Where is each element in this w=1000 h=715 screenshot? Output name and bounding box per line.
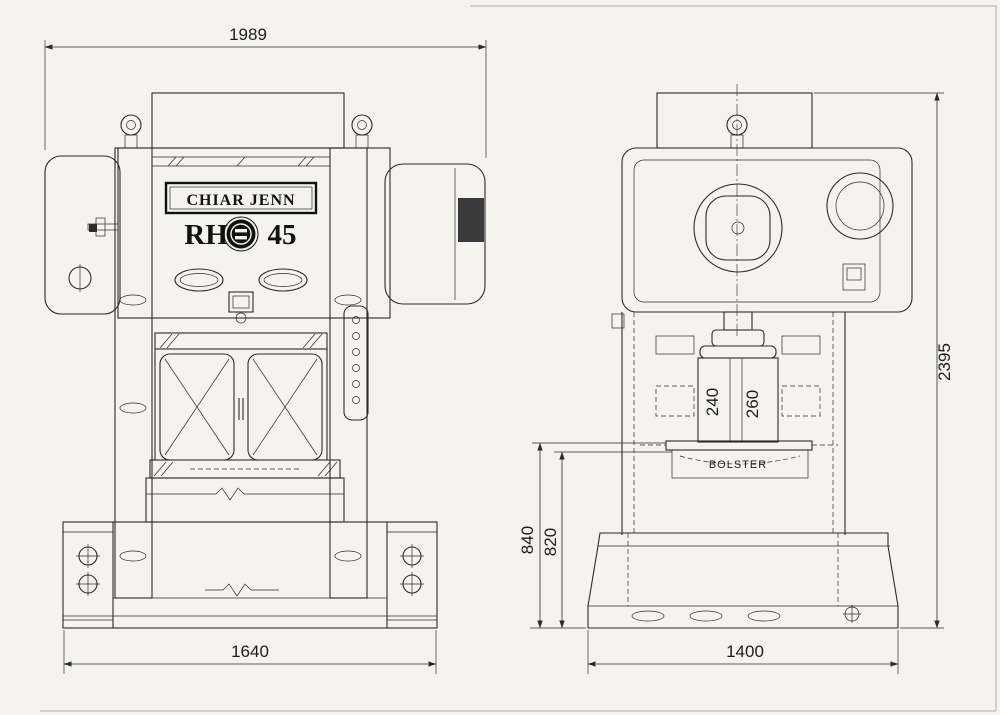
side-eyebolt — [726, 114, 748, 149]
front-crown-top-block — [151, 92, 345, 149]
anchor-hole — [76, 544, 100, 568]
anchor-hole — [400, 572, 424, 596]
front-motor-dark-panel — [458, 198, 484, 242]
dim-overall-height: 2395 — [935, 343, 954, 381]
dim-slide-left: 240 — [703, 388, 722, 416]
side-bolster: BOLSTER — [640, 440, 838, 479]
front-crown-body — [117, 147, 391, 319]
front-bed — [145, 477, 345, 523]
side-crown — [621, 147, 913, 313]
front-bolster — [149, 459, 341, 479]
dim-side-base-width: 1400 — [726, 642, 764, 661]
front-left-gauge — [68, 264, 92, 292]
anchor-hole — [843, 605, 861, 623]
front-left-lever — [87, 217, 119, 237]
brand-name: CHIAR JENN — [186, 192, 295, 209]
side-view: 240 260 BOLSTER — [587, 84, 913, 629]
flywheel-hub — [826, 172, 894, 240]
clutch-housing — [693, 183, 783, 273]
anchor-hole — [76, 572, 100, 596]
front-left-cover — [44, 155, 121, 315]
dimension-overall-width: 1989 — [44, 25, 487, 158]
front-motor-housing — [384, 163, 486, 305]
dim-overall-width: 1989 — [229, 25, 267, 44]
front-crown-ovals — [174, 268, 308, 292]
front-center-fitting — [228, 291, 254, 324]
nameplate: CHIAR JENN RH 45 — [164, 181, 318, 252]
front-door-left — [159, 353, 235, 461]
dim-front-base-width: 1640 — [231, 642, 269, 661]
dimension-side-base-width: 1400 — [587, 630, 899, 674]
front-base — [62, 521, 438, 629]
side-body — [611, 312, 846, 535]
brand-logo-icon — [223, 216, 259, 252]
front-door-right — [247, 353, 323, 461]
side-crown-top-block — [656, 92, 813, 149]
model-prefix: RH — [184, 219, 228, 251]
front-eyebolt-left — [120, 114, 142, 149]
ram-body — [697, 357, 779, 443]
front-eyebolt-right — [351, 114, 373, 149]
front-control-strip — [343, 305, 369, 421]
anchor-hole — [400, 544, 424, 568]
scan-edges — [40, 5, 997, 712]
bolster-label: BOLSTER — [709, 459, 767, 471]
dimension-840: 840 — [518, 442, 666, 629]
dim-slide-right: 260 — [743, 390, 762, 418]
dimension-820: 820 — [541, 451, 672, 629]
model-number: 45 — [268, 219, 297, 251]
dimension-front-base-width: 1640 — [63, 630, 437, 674]
dim-820: 820 — [541, 528, 560, 556]
front-view: CHIAR JENN RH 45 — [44, 92, 486, 629]
front-die-space — [154, 332, 328, 461]
dimension-overall-height: 2395 — [814, 92, 954, 629]
front-column-right — [329, 147, 368, 599]
side-slide-assembly: 240 260 — [655, 311, 821, 443]
dim-840: 840 — [518, 526, 537, 554]
side-base — [587, 532, 899, 629]
